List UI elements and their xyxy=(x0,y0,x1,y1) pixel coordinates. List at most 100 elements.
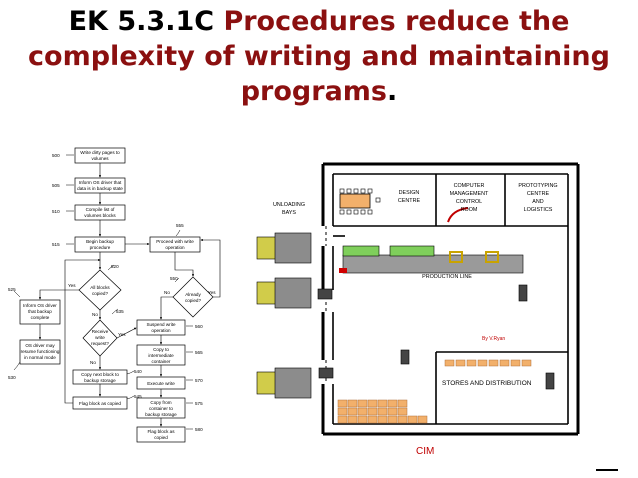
node-compile-1: Compile list of xyxy=(86,207,116,212)
label-design-1: DESIGN xyxy=(399,190,420,196)
node-inform-os-1: Inform OS driver that xyxy=(79,180,122,185)
ref-565: 565 xyxy=(195,350,203,355)
label-computer-4: ROOM xyxy=(461,207,478,213)
node-execute: Execute write xyxy=(147,381,175,386)
ref-515: 515 xyxy=(52,242,60,247)
node-write-dirty-1: Write dirty pages to xyxy=(80,150,120,155)
box-flag-block2 xyxy=(136,426,186,443)
machine-red xyxy=(339,268,347,273)
node-proceed-2: operation xyxy=(165,245,185,250)
ref-560: 560 xyxy=(195,324,203,329)
edge-yes-already: Yes xyxy=(208,290,216,295)
node-complete-1: Inform OS driver xyxy=(23,303,57,308)
node-intermediate-3: container xyxy=(152,359,171,364)
ref-500: 500 xyxy=(52,153,60,158)
ref-555: 555 xyxy=(176,223,184,228)
node-copy-from-2: container to xyxy=(149,406,173,411)
label-prototyping-1: PROTOTYPING xyxy=(518,183,557,189)
node-proceed-1: Proceed with write xyxy=(156,239,194,244)
edge-yes-receive: Yes xyxy=(118,332,126,337)
title-red-3: programs xyxy=(240,76,387,107)
node-suspend-2: operation xyxy=(151,328,171,333)
node-begin-1: Begin backup xyxy=(86,239,114,244)
title-red-2: complexity of writing and maintaining xyxy=(28,41,610,72)
forklift-3 xyxy=(518,284,528,302)
meeting-table xyxy=(339,188,381,215)
title-red-1: Procedures reduce the xyxy=(223,6,570,37)
production-line-conveyor xyxy=(342,254,524,274)
robot-arm-2 xyxy=(485,251,499,263)
forklift-4 xyxy=(545,372,555,390)
edge-no-already: No xyxy=(164,290,170,295)
node-complete-2: that backup xyxy=(28,309,52,314)
machine-green-1 xyxy=(342,245,380,257)
node-receive-3: request? xyxy=(91,341,109,346)
node-intermediate-1: Copy to xyxy=(153,347,169,352)
truck-3 xyxy=(256,367,312,399)
diamond-already-copied xyxy=(172,276,214,318)
label-prototyping-3: AND xyxy=(532,199,543,205)
node-receive-1: Receive xyxy=(92,329,109,334)
label-author: By V.Ryan xyxy=(482,336,505,342)
label-stores: STORES AND DISTRIBUTION xyxy=(442,380,532,387)
edge-no-down: No xyxy=(92,312,98,317)
crates xyxy=(337,359,532,424)
label-unloading-1: UNLOADING xyxy=(273,202,305,208)
computer-desk xyxy=(447,207,469,223)
label-unloading-2: BAYS xyxy=(282,210,296,216)
edge-yes-left: Yes xyxy=(68,283,76,288)
forklift-2 xyxy=(318,367,334,379)
label-prototyping-4: LOGISTICS xyxy=(524,207,553,213)
node-all-blocks-2: copied? xyxy=(92,291,109,296)
label-design-2: CENTRE xyxy=(398,198,421,204)
slide-title: EK 5.3.1C Procedures reduce the complexi… xyxy=(0,4,638,109)
node-all-blocks-1: All blocks xyxy=(90,285,110,290)
ref-580: 580 xyxy=(195,427,203,432)
label-computer-2: MANAGEMENT xyxy=(450,191,489,197)
node-intermediate-2: intermediate xyxy=(148,353,174,358)
label-production-line: PRODUCTION LINE xyxy=(422,274,472,280)
node-copy-from-3: backup storage xyxy=(145,412,177,417)
node-copy-next-2: backup storage xyxy=(84,378,116,383)
node-compile-2: volumes blocks xyxy=(84,213,116,218)
node-flag2-1: Flag block as xyxy=(147,429,175,434)
label-computer-1: COMPUTER xyxy=(454,183,485,189)
node-suspend-1: Suspend write xyxy=(146,322,176,327)
title-period: . xyxy=(387,76,398,107)
box-inform-complete xyxy=(19,299,61,325)
machine-green-2 xyxy=(389,245,435,257)
node-complete-3: complete xyxy=(31,315,50,320)
ref-505: 505 xyxy=(52,183,60,188)
ref-530: 530 xyxy=(8,375,16,380)
node-receive-2: write xyxy=(95,335,105,340)
node-resume-2: resume functioning xyxy=(21,349,60,354)
ref-545: 545 xyxy=(134,394,142,399)
forklift-1 xyxy=(317,288,333,300)
ref-525: 525 xyxy=(8,287,16,292)
box-os-resume xyxy=(19,339,61,365)
title-prefix: EK 5.3.1C xyxy=(68,6,224,37)
node-already-1: Already xyxy=(185,292,201,297)
node-flag: Flag block as copied xyxy=(79,401,121,406)
ref-575: 575 xyxy=(195,401,203,406)
label-computer-3: CONTROL xyxy=(456,199,482,205)
ref-540: 540 xyxy=(134,369,142,374)
node-flag2-2: copied xyxy=(154,435,168,440)
ref-510: 510 xyxy=(52,209,60,214)
node-copy-next-1: Copy next block to xyxy=(81,372,119,377)
label-cim: CIM xyxy=(416,446,434,457)
truck-1 xyxy=(256,232,312,264)
truck-2 xyxy=(256,277,312,309)
robot-arm xyxy=(449,251,463,263)
ref-535: 535 xyxy=(116,309,124,314)
node-inform-os-2: data is in backup state xyxy=(77,186,123,191)
node-already-2: copied? xyxy=(185,298,202,303)
forklift-5 xyxy=(400,349,410,365)
ref-550: 550 xyxy=(170,276,178,281)
edge-no-receive: No xyxy=(90,360,96,365)
label-prototyping-2: CENTRE xyxy=(527,191,550,197)
node-copy-from-1: Copy from xyxy=(150,400,171,405)
ref-520: 520 xyxy=(111,264,119,269)
